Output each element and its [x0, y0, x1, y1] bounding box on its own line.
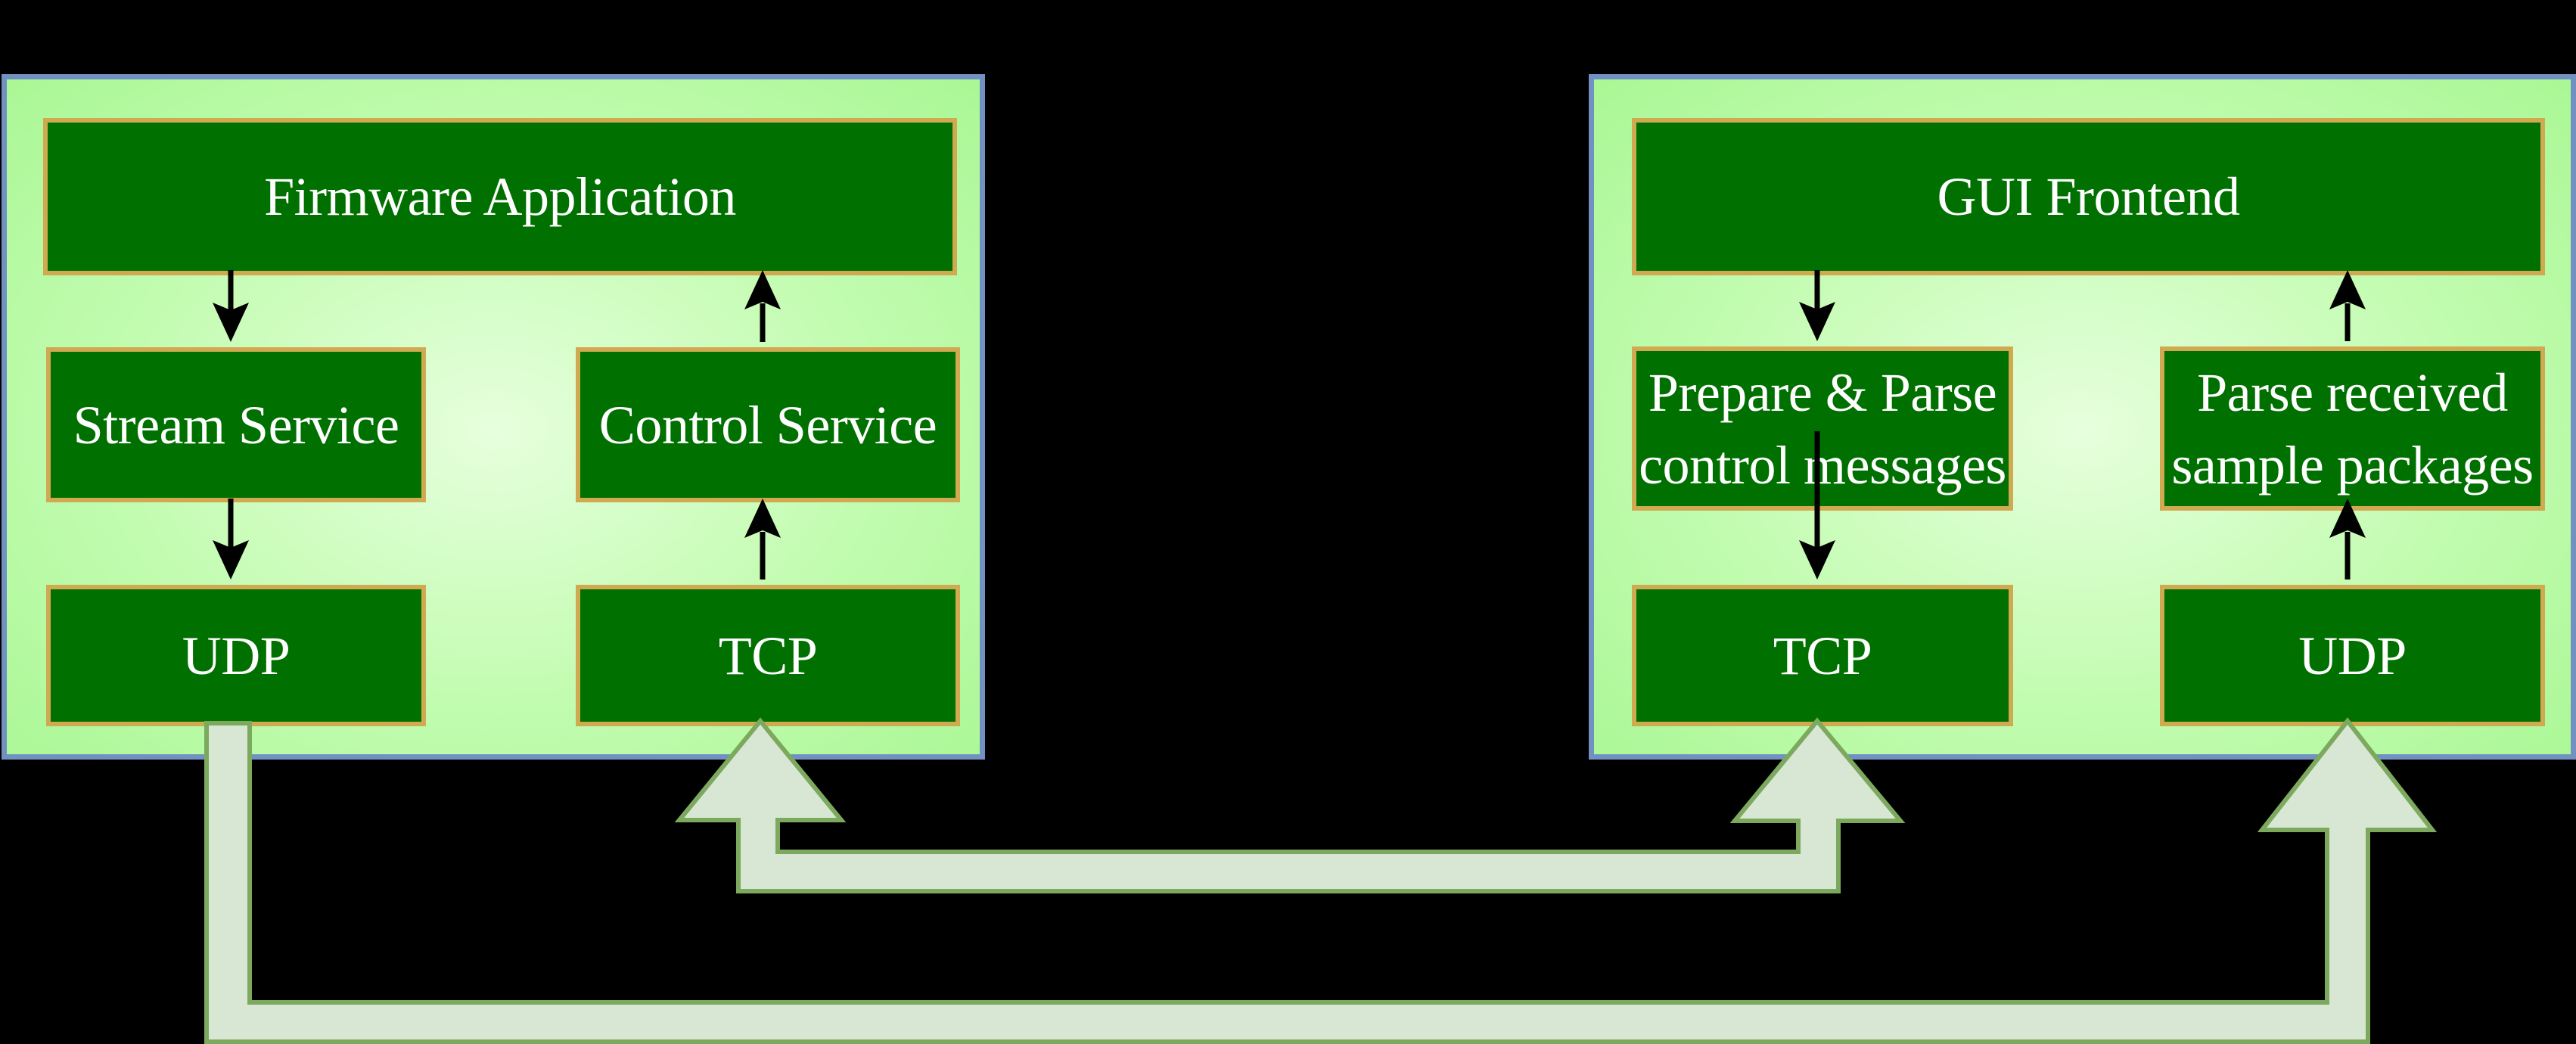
node-label-line: sample packages [2171, 434, 2534, 496]
node-tcp-left: TCP [576, 585, 960, 726]
panel-firmware: Firmware Application Stream Service Cont… [2, 74, 985, 760]
node-label: Firmware Application [264, 166, 736, 227]
node-label: Stream Service [73, 394, 399, 455]
node-gui-frontend: GUI Frontend [1632, 118, 2545, 275]
pipe-udp-stream [204, 717, 2438, 1044]
node-label: GUI Frontend [1937, 166, 2240, 227]
node-udp-left: UDP [46, 585, 426, 726]
node-prepare-parse-control-messages: Prepare & Parse control messages [1632, 346, 2013, 511]
node-udp-right: UDP [2160, 585, 2545, 726]
node-label: Control Service [598, 394, 937, 455]
node-label: UDP [182, 625, 291, 686]
node-parse-received-sample-packages: Parse received sample packages [2160, 346, 2545, 511]
node-firmware-application: Firmware Application [43, 118, 957, 275]
node-label-line: control messages [1639, 434, 2006, 496]
node-tcp-right: TCP [1632, 585, 2013, 726]
node-label: TCP [1773, 625, 1872, 686]
panel-gui-frontend: GUI Frontend Prepare & Parse control mes… [1589, 74, 2576, 760]
node-label: TCP [718, 625, 818, 686]
node-label-line: Parse received [2197, 362, 2508, 423]
node-stream-service: Stream Service [46, 347, 426, 502]
node-label: UDP [2298, 625, 2407, 686]
node-label-line: Prepare & Parse [1648, 362, 1997, 423]
node-control-service: Control Service [576, 347, 960, 502]
